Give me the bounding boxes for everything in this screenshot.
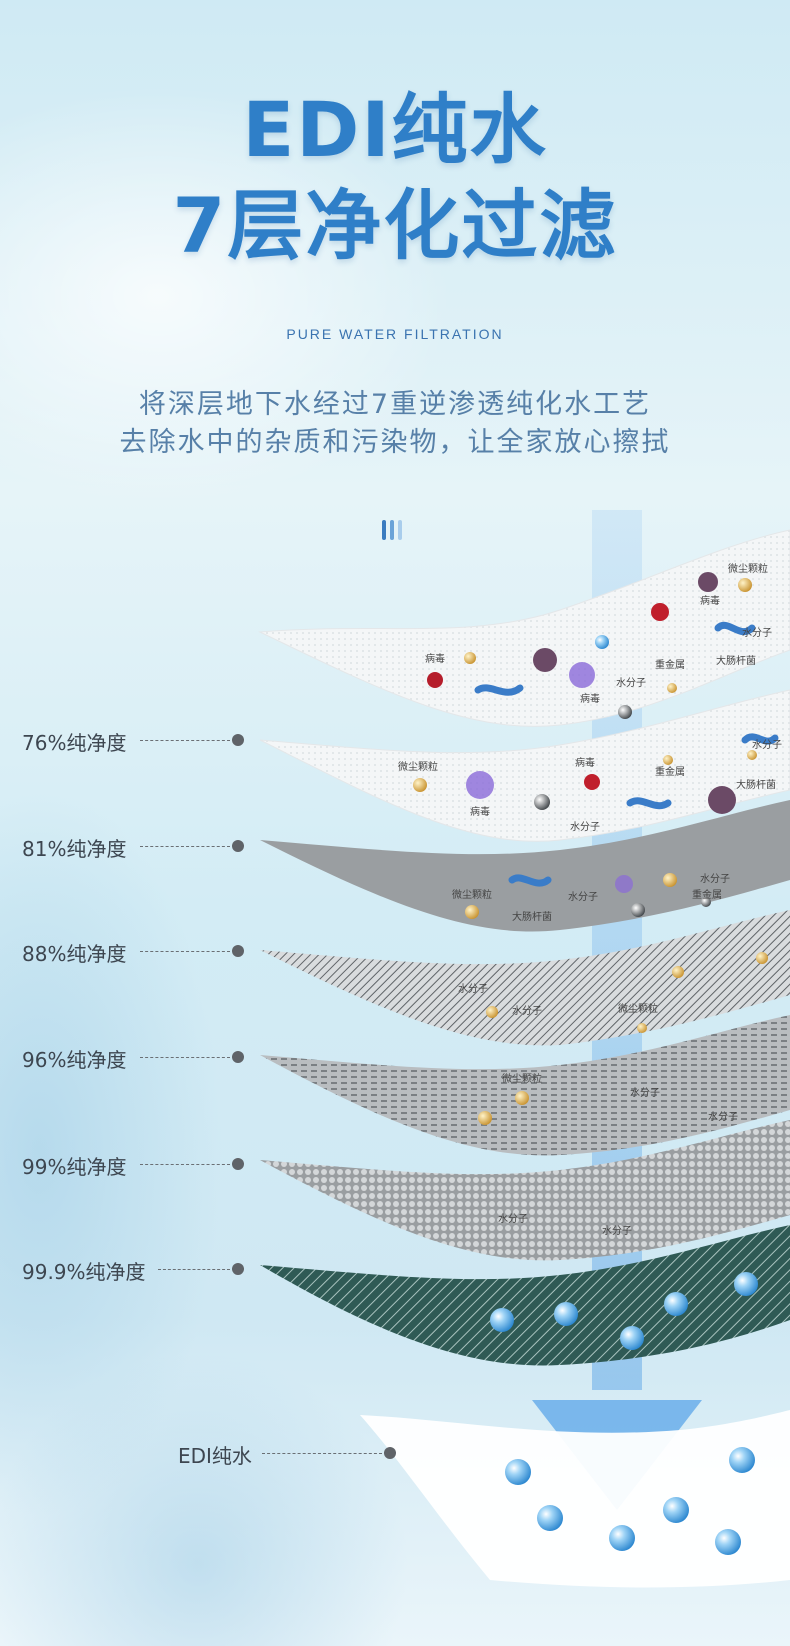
leader-dot-3 (232, 945, 244, 957)
particle-label-water: 水分子 (602, 1225, 632, 1237)
particle-label-water: 水分子 (630, 1087, 660, 1099)
particles-layer-5: 微尘颗粒 水分子 水分子 (478, 1072, 738, 1125)
filter-layer-1 (258, 529, 790, 727)
particles-layer-2: 微尘颗粒 病毒 水分子 病毒 重金属 大肠杆菌 水分子 (398, 733, 782, 833)
particle-label-ecoli: 大肠杆菌 (736, 778, 776, 791)
particles-layer-4: 水分子 水分子 微尘颗粒 (458, 952, 768, 1033)
purity-label-4: 96%纯净度 (22, 1048, 127, 1072)
purity-label-1: 76%纯净度 (22, 731, 127, 755)
filter-layer-7 (260, 1225, 790, 1366)
leader-line-2 (140, 846, 230, 847)
particle-label-dust: 微尘颗粒 (452, 888, 492, 901)
purity-label-6: 99.9%纯净度 (22, 1260, 146, 1284)
particle-label-virus: 病毒 (700, 594, 720, 607)
leader-dot-6 (232, 1263, 244, 1275)
leader-dot-output (384, 1447, 396, 1459)
leader-dot-2 (232, 840, 244, 852)
particle-label-metal: 重金属 (692, 888, 722, 901)
particle-label-dust: 微尘颗粒 (728, 562, 768, 575)
particle-label-water: 水分子 (512, 1005, 542, 1017)
leader-line-6 (158, 1269, 230, 1270)
water-bubbles-layer-7 (490, 1272, 758, 1350)
particle-label-virus: 病毒 (470, 805, 490, 818)
leader-line-output (262, 1453, 382, 1454)
output-label: EDI纯水 (178, 1444, 252, 1468)
particle-label-water: 水分子 (616, 677, 646, 689)
leader-dot-4 (232, 1051, 244, 1063)
particle-label-water: 水分子 (742, 627, 772, 639)
particles-layer-3: 微尘颗粒 大肠杆菌 水分子 水分子 重金属 (452, 873, 730, 923)
leader-line-3 (140, 951, 230, 952)
particle-label-virus: 病毒 (575, 756, 595, 769)
filter-layer-3 (260, 800, 790, 932)
particle-label-metal: 重金属 (655, 658, 685, 671)
purity-label-2: 81%纯净度 (22, 837, 127, 861)
description-line1: 将深层地下水经过7重逆渗透纯化水工艺 (138, 389, 652, 420)
leader-dot-1 (232, 734, 244, 746)
leader-line-5 (140, 1164, 230, 1165)
filter-layer-4 (260, 910, 790, 1046)
particle-label-ecoli: 大肠杆菌 (716, 654, 756, 667)
particle-label-water: 水分子 (498, 1213, 528, 1225)
particle-label-dust: 微尘颗粒 (502, 1072, 542, 1085)
particle-label-ecoli: 大肠杆菌 (512, 910, 552, 923)
particle-label-water: 水分子 (752, 739, 782, 751)
water-bubbles-output (505, 1447, 755, 1555)
particle-label-water: 水分子 (700, 873, 730, 885)
particle-label-water: 水分子 (708, 1111, 738, 1123)
leader-dot-5 (232, 1158, 244, 1170)
purity-label-3: 88%纯净度 (22, 942, 127, 966)
description-line2: 去除水中的杂质和污染物，让全家放心擦拭 (119, 427, 671, 458)
particle-label-dust: 微尘颗粒 (618, 1002, 658, 1015)
particle-label-dust: 微尘颗粒 (398, 760, 438, 773)
particle-label-water: 水分子 (570, 821, 600, 833)
purity-label-5: 99%纯净度 (22, 1155, 127, 1179)
output-basin (360, 1410, 790, 1588)
particles-layer-1: 病毒 病毒 水分子 重金属 病毒 微尘颗粒 水分子 大肠杆菌 (425, 562, 772, 719)
filter-layer-5 (260, 1015, 790, 1156)
particle-label-virus: 病毒 (580, 692, 600, 705)
particles-layer-6: 水分子 水分子 (498, 1213, 632, 1237)
particle-label-metal: 重金属 (655, 765, 685, 778)
particle-label-water: 水分子 (458, 983, 488, 995)
leader-line-1 (140, 740, 230, 741)
particle-label-water: 水分子 (568, 891, 598, 903)
page-title-line1: EDI纯水 (242, 85, 548, 174)
particle-label-virus: 病毒 (425, 652, 445, 665)
filter-layer-6 (260, 1120, 790, 1261)
english-subtitle: PURE WATER FILTRATION (286, 326, 504, 342)
leader-line-4 (140, 1057, 230, 1058)
flow-bars-icon (380, 520, 410, 542)
page-title-line2: 7层净化过滤 (172, 181, 618, 270)
